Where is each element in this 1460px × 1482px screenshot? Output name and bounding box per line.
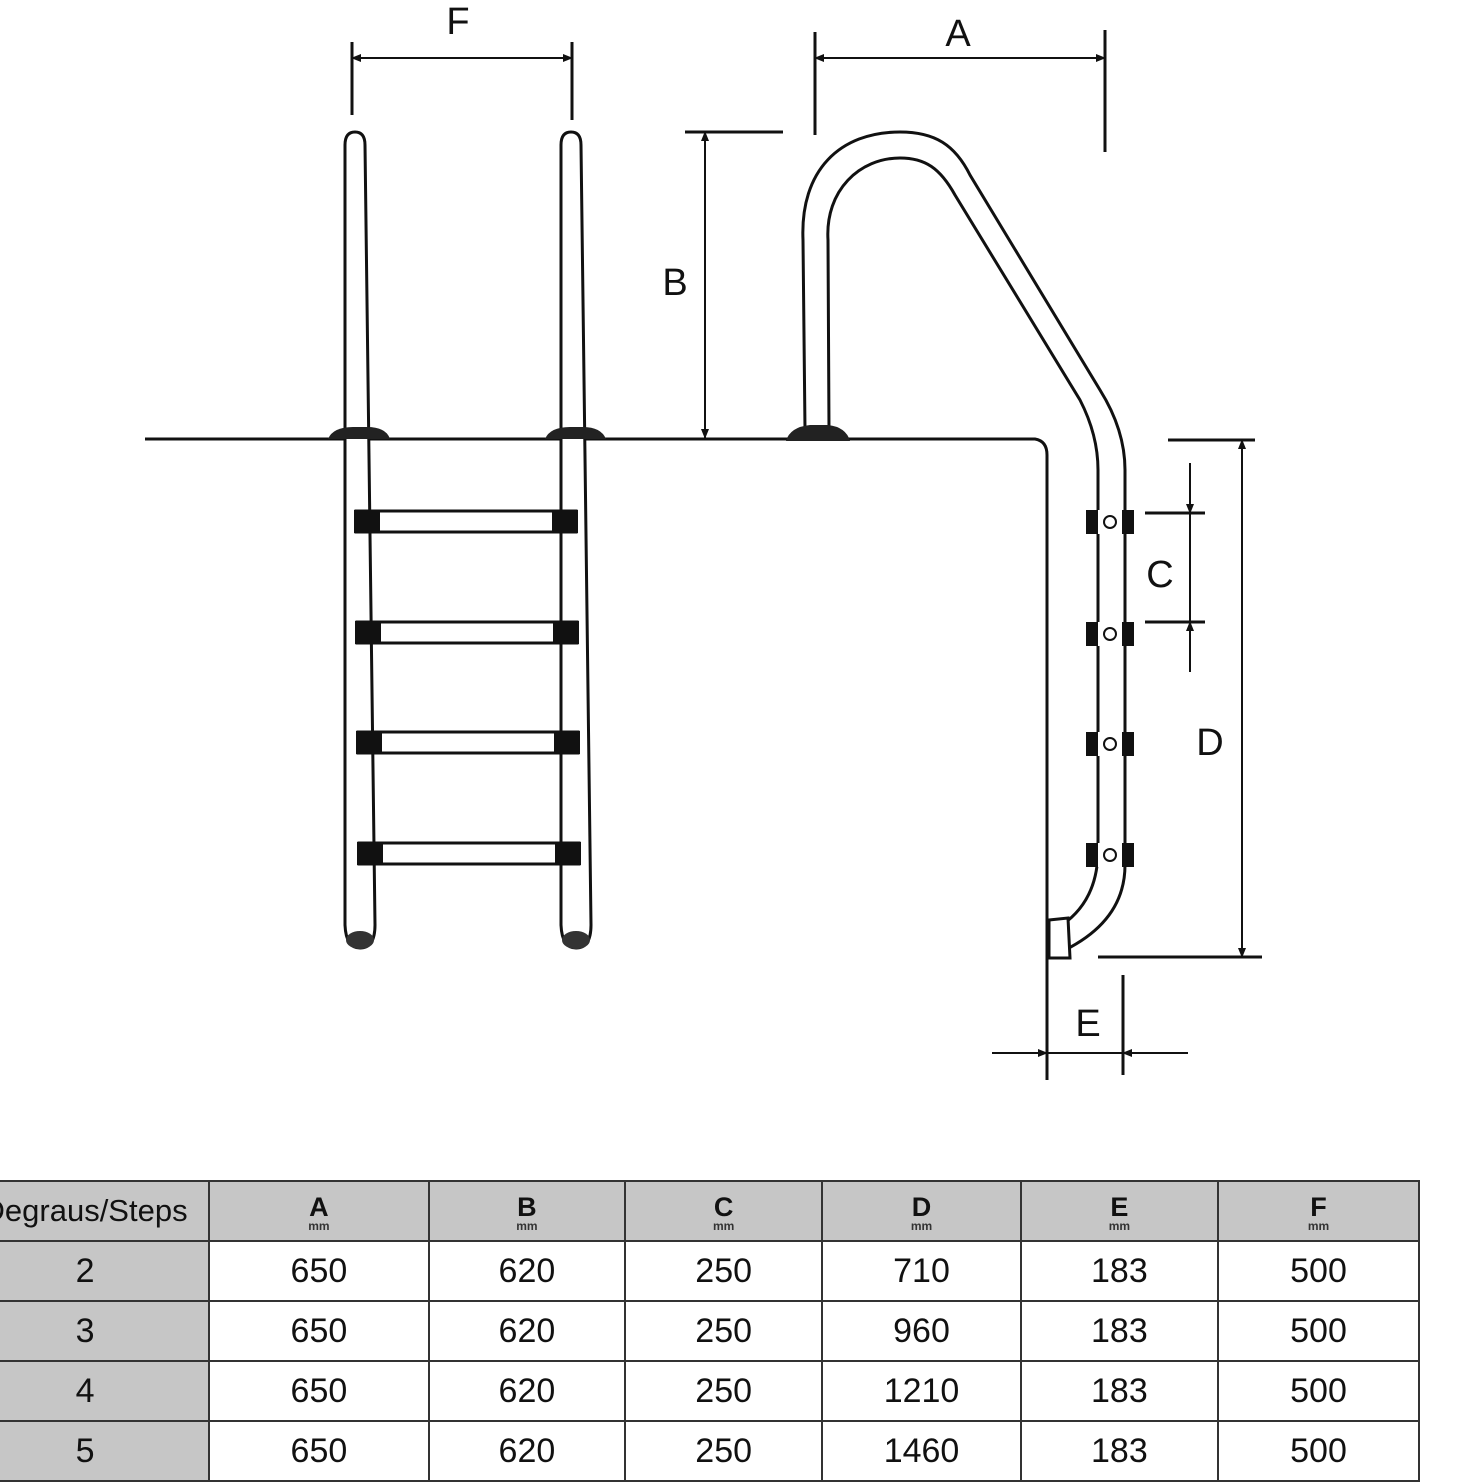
ladder-side-view: [786, 130, 1134, 960]
table-row: 2 650 620 250 710 183 500: [0, 1240, 1421, 1302]
value-cell: 620: [427, 1420, 627, 1482]
value-cell: 183: [1019, 1240, 1219, 1302]
pool-edge-outline: [145, 437, 1049, 1080]
column-header-unit: mm: [1108, 1219, 1131, 1233]
dimension-d: D: [1098, 438, 1262, 959]
column-header-letter: A: [309, 1192, 329, 1222]
column-header-letter: C: [713, 1192, 734, 1222]
right-rail-foot: [562, 931, 590, 949]
value-cell: 250: [624, 1420, 824, 1482]
steps-cell: 2: [0, 1240, 211, 1302]
value-cell: 183: [1019, 1360, 1219, 1422]
front-right-rail: [559, 130, 593, 950]
column-header-unit: mm: [712, 1219, 735, 1233]
value-cell: 250: [624, 1360, 824, 1422]
dimension-a-label: A: [945, 13, 971, 55]
value-cell: 1210: [821, 1360, 1022, 1422]
column-header-unit: mm: [516, 1219, 538, 1233]
value-cell: 650: [208, 1240, 430, 1302]
tread-3: [356, 730, 580, 755]
value-cell: 960: [821, 1300, 1022, 1362]
value-cell: 650: [208, 1300, 430, 1362]
dimension-d-label: D: [1196, 722, 1223, 764]
column-header-letter: B: [517, 1192, 537, 1222]
side-step-3: [1086, 732, 1134, 756]
table-row: 5 650 620 250 1460 183 500: [0, 1420, 1421, 1482]
value-cell: 500: [1216, 1240, 1421, 1302]
table-row: 3 650 620 250 960 183 500: [0, 1300, 1421, 1362]
steps-cell: 4: [0, 1360, 211, 1422]
ladder-front-view: [328, 130, 606, 950]
value-cell: 710: [821, 1240, 1022, 1302]
column-header-letter: F: [1310, 1192, 1327, 1222]
dimension-c: C: [1145, 463, 1205, 672]
value-cell: 250: [624, 1300, 824, 1362]
value-cell: 500: [1216, 1420, 1421, 1482]
dimension-f: F: [350, 1, 574, 120]
dimension-f-label: F: [446, 1, 469, 43]
value-cell: 500: [1216, 1300, 1421, 1362]
column-header-letter: D: [911, 1192, 932, 1222]
left-flange: [328, 427, 390, 439]
column-header-unit: mm: [1307, 1219, 1330, 1233]
dimension-c-label: C: [1146, 554, 1173, 596]
value-cell: 620: [427, 1360, 627, 1422]
pool-ladder-diagram: F A B C D E: [145, 1, 1262, 1080]
column-header-unit: mm: [308, 1219, 330, 1233]
handrail-outer-line: [801, 130, 1127, 952]
value-cell: 650: [208, 1420, 430, 1482]
side-step-1: [1086, 510, 1134, 534]
dimension-b: B: [662, 130, 783, 439]
right-flange: [545, 427, 606, 439]
tread-4: [357, 841, 581, 866]
steps-column-header: Degraus/Steps: [0, 1180, 211, 1242]
value-cell: 1460: [821, 1420, 1022, 1482]
handrail-inner-line: [826, 156, 1100, 927]
dimension-e: E: [992, 975, 1188, 1075]
steps-cell: 3: [0, 1300, 211, 1362]
steps-cell: 5: [0, 1420, 211, 1482]
value-cell: 250: [624, 1240, 824, 1302]
left-rail-foot: [346, 931, 374, 949]
table-row: 4 650 620 250 1210 183 500: [0, 1360, 1421, 1422]
tread-2: [355, 620, 579, 645]
side-step-4: [1086, 843, 1134, 867]
value-cell: 183: [1019, 1420, 1219, 1482]
value-cell: 620: [427, 1300, 627, 1362]
wall-bumper: [1047, 916, 1072, 960]
tread-1: [354, 509, 578, 534]
value-cell: 650: [208, 1360, 430, 1422]
column-header-letter: E: [1110, 1192, 1129, 1222]
dimension-e-label: E: [1075, 1003, 1100, 1045]
dimension-b-label: B: [662, 262, 687, 304]
side-step-2: [1086, 622, 1134, 646]
column-header-unit: mm: [910, 1219, 933, 1233]
front-left-rail: [343, 130, 377, 950]
dimension-a: A: [813, 13, 1107, 152]
value-cell: 620: [427, 1240, 627, 1302]
value-cell: 183: [1019, 1300, 1219, 1362]
side-flange: [786, 425, 850, 441]
value-cell: 500: [1216, 1360, 1421, 1422]
